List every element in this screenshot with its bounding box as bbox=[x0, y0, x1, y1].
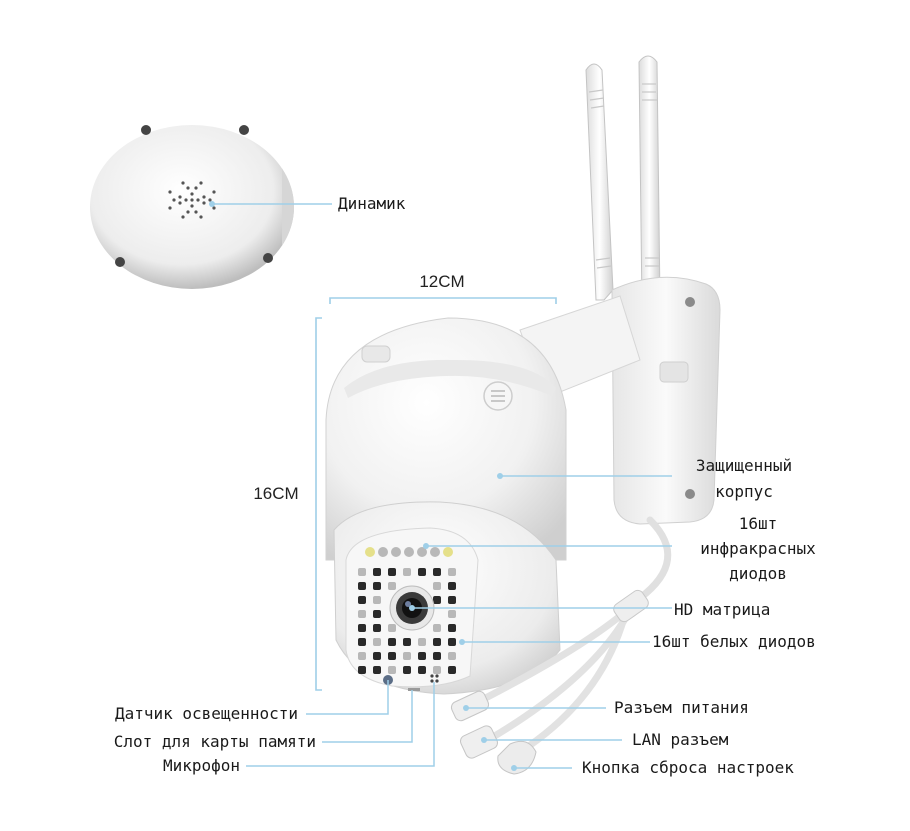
ir-leds-label-line3: диодов bbox=[729, 564, 787, 583]
wall-mount bbox=[519, 276, 721, 525]
white-led bbox=[373, 638, 381, 646]
white-led bbox=[358, 624, 366, 632]
white-led bbox=[448, 596, 456, 604]
white-led bbox=[448, 666, 456, 674]
white-led bbox=[448, 652, 456, 660]
white-led bbox=[433, 624, 441, 632]
white-led bbox=[358, 638, 366, 646]
white-led bbox=[388, 666, 396, 674]
white-led bbox=[373, 610, 381, 618]
connectors bbox=[450, 589, 649, 775]
ir-led bbox=[391, 547, 401, 557]
white-led bbox=[403, 666, 411, 674]
white-led bbox=[373, 666, 381, 674]
white-led bbox=[433, 568, 441, 576]
white-led bbox=[418, 568, 426, 576]
white-led bbox=[358, 652, 366, 660]
white-led bbox=[448, 610, 456, 618]
white-led bbox=[418, 666, 426, 674]
ir-led bbox=[430, 547, 440, 557]
reset-button-label: Кнопка сброса настроек bbox=[582, 758, 794, 777]
white-leds-label: 16шт белых диодов bbox=[652, 632, 816, 651]
white-led bbox=[373, 568, 381, 576]
white-led bbox=[388, 652, 396, 660]
white-led bbox=[388, 582, 396, 590]
ir-leds-label-line2: инфракрасных bbox=[700, 539, 816, 558]
white-led bbox=[358, 596, 366, 604]
microphone-label: Микрофон bbox=[162, 756, 240, 775]
camera-ball bbox=[333, 501, 561, 695]
camera-dome bbox=[325, 317, 567, 561]
white-led bbox=[448, 582, 456, 590]
ir-led bbox=[443, 547, 453, 557]
callout-lines bbox=[212, 203, 672, 769]
white-led bbox=[433, 596, 441, 604]
height-dimension-label: 16CM bbox=[253, 484, 299, 503]
width-dimension-label: 12CM bbox=[419, 272, 465, 291]
white-led bbox=[403, 652, 411, 660]
housing-label-line2: корпус bbox=[715, 482, 773, 501]
white-led bbox=[448, 638, 456, 646]
white-led bbox=[433, 666, 441, 674]
white-led bbox=[448, 624, 456, 632]
white-led bbox=[358, 568, 366, 576]
white-led bbox=[403, 638, 411, 646]
white-led bbox=[373, 582, 381, 590]
power-connector-label: Разъем питания bbox=[614, 698, 749, 717]
lan-connector-label: LAN разъем bbox=[632, 730, 729, 749]
white-led bbox=[433, 582, 441, 590]
housing-label-line1: Защищенный bbox=[695, 456, 793, 475]
white-led bbox=[388, 638, 396, 646]
white-led bbox=[388, 568, 396, 576]
white-led bbox=[433, 638, 441, 646]
speaker-label: Динамик bbox=[338, 194, 406, 213]
ir-leds-label-line1: 16шт bbox=[738, 514, 778, 533]
ir-led bbox=[404, 547, 414, 557]
white-led bbox=[388, 624, 396, 632]
light-sensor-label: Датчик освещенности bbox=[114, 704, 298, 723]
antennas bbox=[585, 55, 661, 309]
white-led bbox=[358, 666, 366, 674]
white-led bbox=[433, 652, 441, 660]
white-led bbox=[373, 624, 381, 632]
white-led bbox=[373, 652, 381, 660]
white-led bbox=[403, 568, 411, 576]
white-led bbox=[358, 582, 366, 590]
callout-dots bbox=[209, 201, 517, 771]
ir-led bbox=[365, 547, 375, 557]
white-led bbox=[418, 652, 426, 660]
white-led bbox=[448, 568, 456, 576]
memory-slot-label: Слот для карты памяти bbox=[113, 732, 316, 751]
white-led bbox=[418, 638, 426, 646]
white-led bbox=[358, 610, 366, 618]
speaker-inset bbox=[90, 125, 294, 289]
ir-led bbox=[417, 547, 427, 557]
hd-matrix-label: HD матрица bbox=[674, 600, 771, 619]
dimension-lines bbox=[315, 297, 557, 691]
ir-led bbox=[378, 547, 388, 557]
white-led bbox=[373, 596, 381, 604]
